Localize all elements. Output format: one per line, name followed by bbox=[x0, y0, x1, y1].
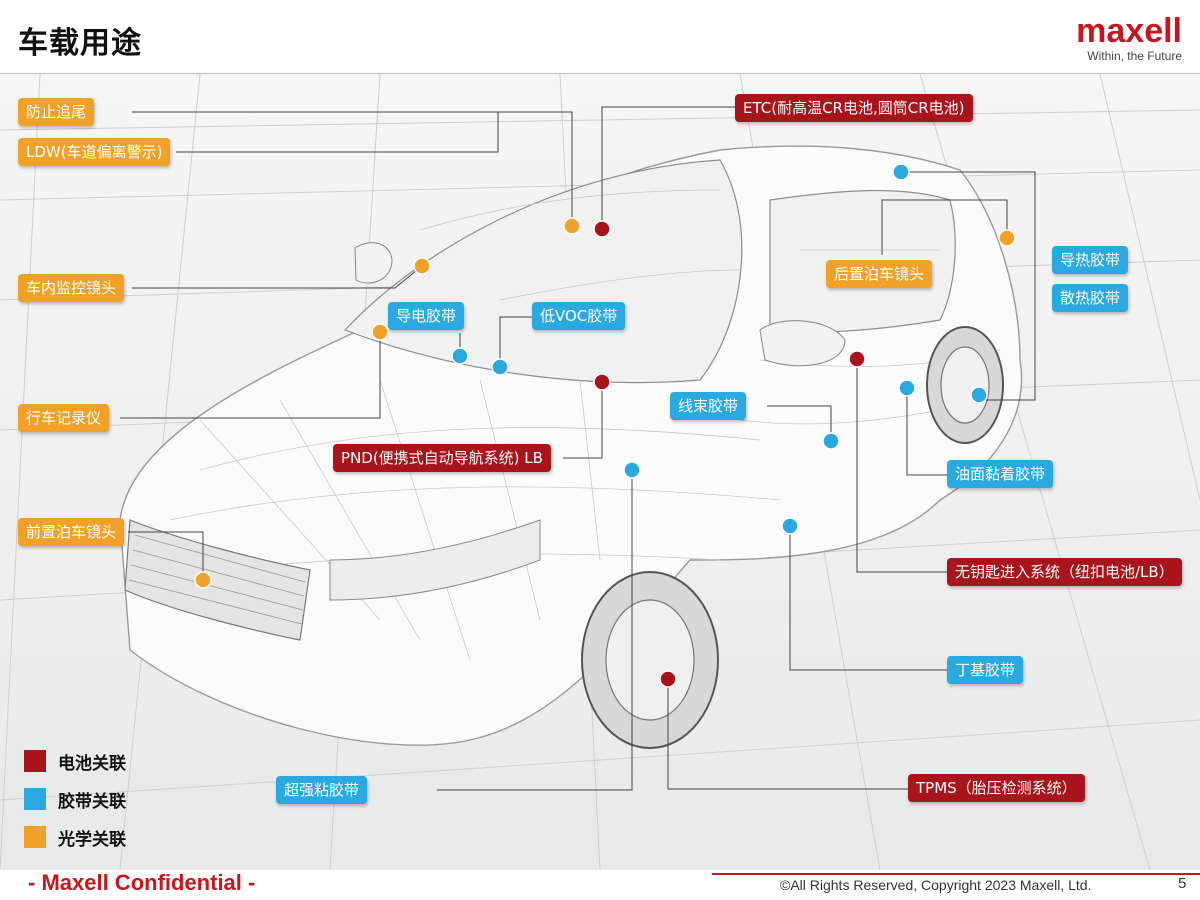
label-thermal-tape: 导热胶带 bbox=[1052, 246, 1129, 274]
label-butyl-tape: 丁基胶带 bbox=[947, 656, 1024, 684]
label-conductive-tape: 导电胶带 bbox=[388, 302, 465, 330]
legend-label-battery: 电池关联 bbox=[58, 753, 126, 774]
car-illustration-scene: 防止追尾 LDW(车道偏离警示) ETC(耐高温CR电池,圆筒CR电池) 车内监… bbox=[0, 74, 1200, 870]
label-rear-parking-camera: 后置泊车镜头 bbox=[826, 260, 933, 288]
label-dashcam: 行车记录仪 bbox=[18, 404, 110, 432]
label-etc: ETC(耐高温CR电池,圆筒CR电池) bbox=[735, 94, 973, 122]
header: 车载用途 maxell Within, the Future bbox=[0, 0, 1200, 74]
footer-divider bbox=[712, 873, 1200, 875]
legend-label-tape: 胶带关联 bbox=[58, 791, 126, 812]
page-title: 车载用途 bbox=[18, 26, 142, 61]
label-pnd: PND(便携式自动导航系统) LB bbox=[333, 444, 551, 472]
logo-tagline: Within, the Future bbox=[1087, 49, 1182, 63]
logo-word: maxell bbox=[1076, 12, 1182, 50]
legend-swatch-tape bbox=[24, 788, 46, 810]
label-cabin-camera: 车内监控镜头 bbox=[18, 274, 125, 302]
label-low-voc-tape: 低VOC胶带 bbox=[532, 302, 626, 330]
label-tpms: TPMS（胎压检测系统） bbox=[908, 774, 1085, 802]
legend: 电池关联 胶带关联 光学关联 bbox=[24, 742, 126, 856]
legend-item-battery: 电池关联 bbox=[24, 742, 126, 780]
label-oil-surface-tape: 油面黏着胶带 bbox=[947, 460, 1054, 488]
label-heat-dissipation-tape: 散热胶带 bbox=[1052, 284, 1129, 312]
label-keyless-entry: 无钥匙进入系统（纽扣电池/LB） bbox=[947, 558, 1182, 586]
legend-label-optical: 光学关联 bbox=[58, 829, 126, 850]
legend-item-optical: 光学关联 bbox=[24, 818, 126, 856]
legend-item-tape: 胶带关联 bbox=[24, 780, 126, 818]
page-number: 5 bbox=[1178, 875, 1187, 892]
maxell-logo: maxell Within, the Future bbox=[1076, 14, 1182, 63]
label-ldw: LDW(车道偏离警示) bbox=[18, 138, 171, 166]
car-wireframe-illustration bbox=[0, 74, 1200, 870]
label-front-parking-camera: 前置泊车镜头 bbox=[18, 518, 125, 546]
label-strong-adhesive-tape: 超强粘胶带 bbox=[276, 776, 368, 804]
legend-swatch-battery bbox=[24, 750, 46, 772]
legend-swatch-optical bbox=[24, 826, 46, 848]
label-harness-tape: 线束胶带 bbox=[670, 392, 747, 420]
header-divider bbox=[0, 73, 1200, 74]
confidential-notice: - Maxell Confidential - bbox=[28, 870, 256, 895]
label-anti-rear-collision: 防止追尾 bbox=[18, 98, 95, 126]
copyright-text: ©All Rights Reserved, Copyright 2023 Max… bbox=[780, 877, 1092, 893]
